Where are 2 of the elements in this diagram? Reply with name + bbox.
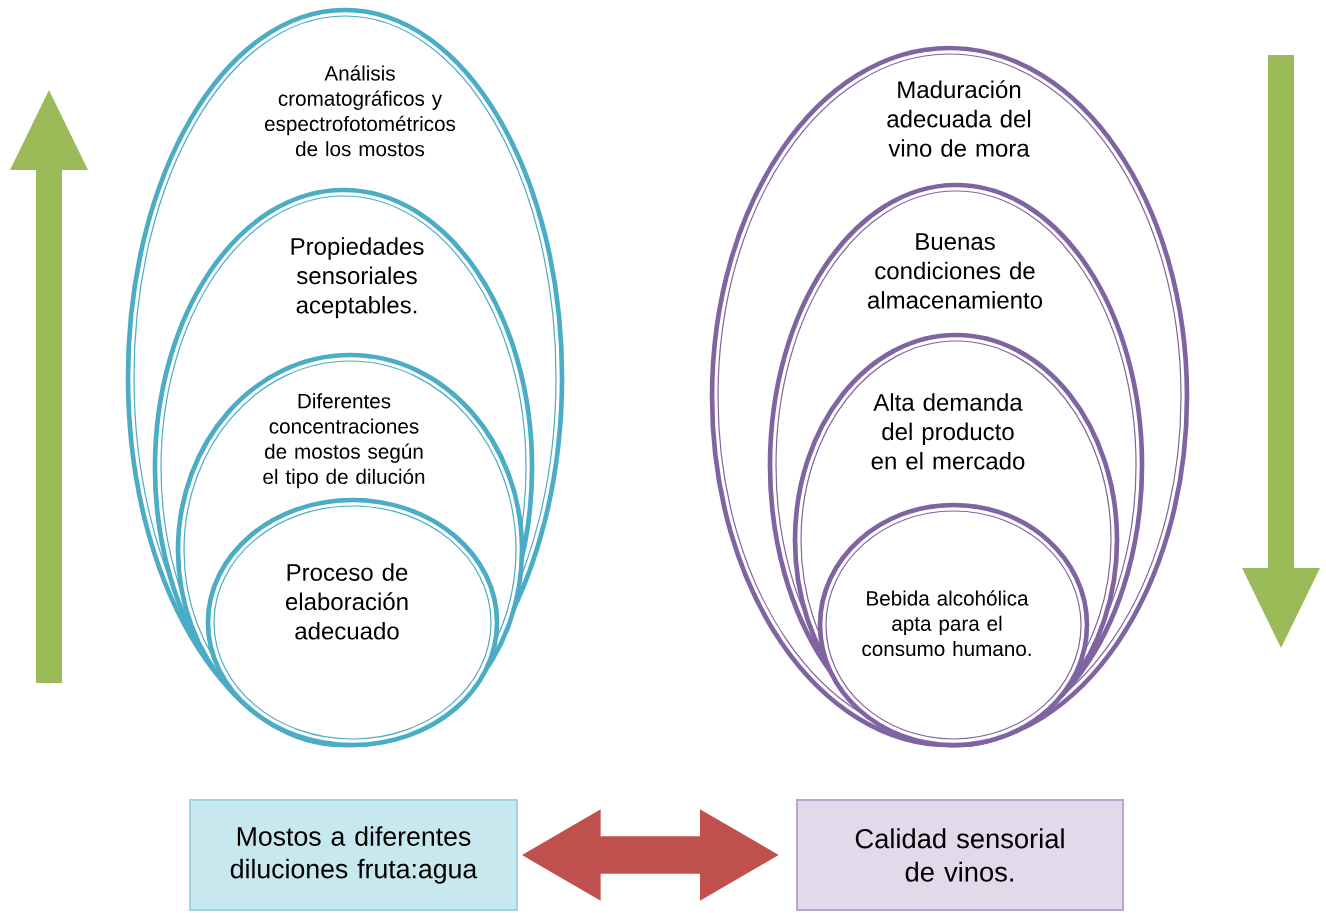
text-box: Calidad sensorial de vinos. [796,799,1124,911]
text-box: Mostos a diferentes diluciones fruta:agua [189,799,518,911]
